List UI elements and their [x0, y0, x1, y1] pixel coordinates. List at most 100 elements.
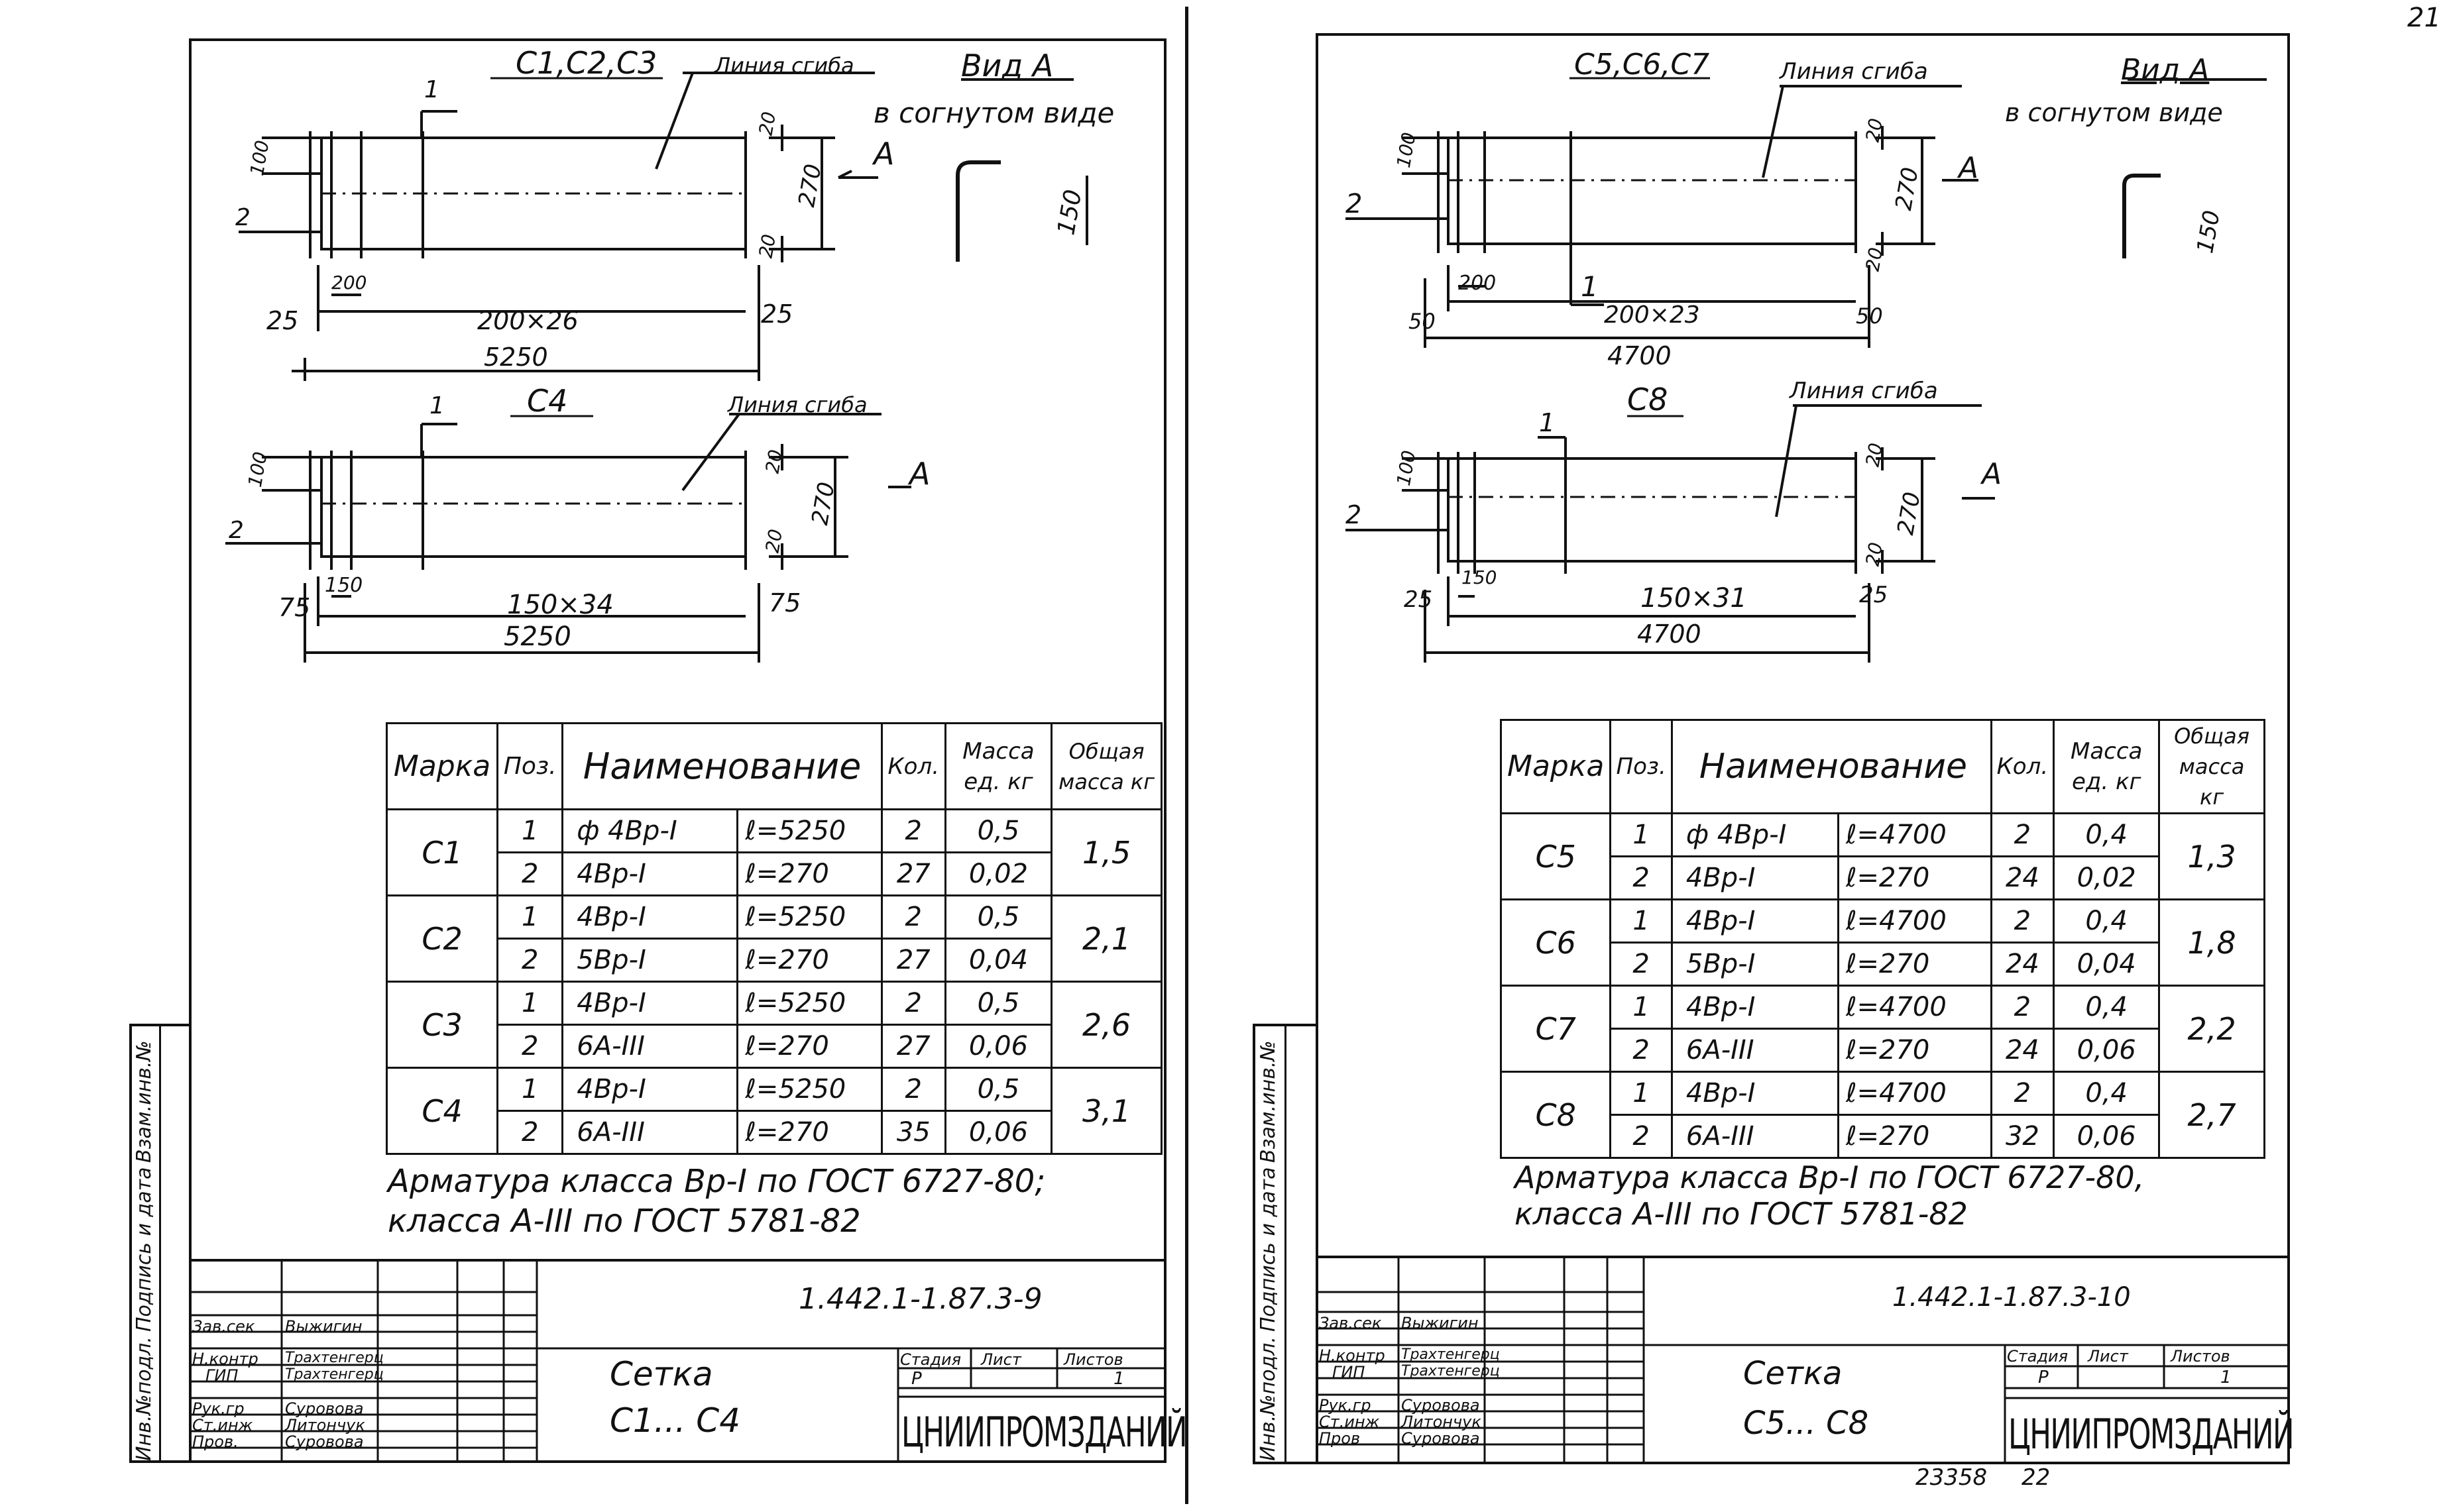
- name-cell: 4Вр-I: [561, 1067, 739, 1112]
- pos-cell: 1: [1609, 985, 1673, 1030]
- left-bottom-pos2: 2: [229, 517, 244, 544]
- right-doc-code: 1.442.1-1.87.3-10: [1892, 1282, 2131, 1313]
- right-footer-stamp: 23358: [1915, 1464, 1988, 1491]
- left-name-5: Литончук: [285, 1416, 365, 1434]
- right-bottom-dim-25a: 25: [1404, 586, 1433, 613]
- right-name-2: Трахтенгерц: [1401, 1346, 1500, 1363]
- name-cell: 5Вр-I: [1670, 942, 1839, 987]
- mass-cell: 0,04: [2053, 942, 2161, 987]
- left-drawing: [225, 72, 1088, 663]
- qty-cell: 24: [1990, 855, 2055, 900]
- length-cell: ℓ=270: [736, 851, 883, 896]
- mass-cell: 0,4: [2053, 898, 2161, 944]
- qty-cell: 24: [1990, 1028, 2055, 1073]
- left-bottom-dim-spacing: 150×34: [507, 590, 614, 620]
- left-bottom-title: С4: [527, 383, 568, 419]
- pos-cell: 1: [1609, 812, 1673, 857]
- pos-cell: 2: [496, 1024, 564, 1069]
- pos-cell: 1: [1609, 898, 1673, 944]
- mass-cell: 0,02: [2053, 855, 2161, 900]
- length-cell: ℓ=4700: [1837, 812, 1992, 857]
- pos-cell: 1: [1609, 1071, 1673, 1116]
- right-name-1: Выжигин: [1401, 1314, 1479, 1332]
- header-mark: Марка: [1499, 719, 1612, 814]
- length-cell: ℓ=270: [736, 1024, 883, 1069]
- total-mass-cell: 2,1: [1051, 894, 1163, 983]
- left-top-dim-spacing: 200×26: [477, 306, 579, 335]
- name-cell: 4Вр-I: [1670, 898, 1839, 944]
- right-name-6: Суровова: [1401, 1429, 1480, 1448]
- mass-cell: 0,04: [944, 938, 1053, 983]
- pos-cell: 2: [1609, 855, 1673, 900]
- right-side-label-replace: Взам.инв.№: [1257, 1040, 1280, 1163]
- right-view-label: Вид А: [2121, 53, 2210, 87]
- left-top-dim-25b: 25: [761, 299, 793, 329]
- left-sheet-header: Лист: [981, 1350, 1021, 1369]
- header-name: Наименование: [561, 722, 883, 810]
- header-total-mass: Общая масса кг: [2158, 719, 2265, 814]
- pos-cell: 1: [496, 981, 564, 1026]
- left-name-6: Суровова: [285, 1432, 364, 1451]
- name-cell: 5Вр-I: [561, 938, 739, 983]
- right-bottom-dim-length: 4700: [1637, 620, 1701, 649]
- right-top-dim-200: 200: [1458, 272, 1497, 295]
- left-stage-header: Стадия: [900, 1350, 962, 1369]
- right-role-1: Зав.сек: [1319, 1314, 1382, 1332]
- length-cell: ℓ=270: [1837, 942, 1992, 987]
- mark-cell: С7: [1499, 985, 1612, 1073]
- mass-cell: 0,4: [2053, 1071, 2161, 1116]
- left-role-6: Пров.: [192, 1432, 239, 1451]
- pos-cell: 2: [1609, 1028, 1673, 1073]
- right-top-dim-20b: 20: [1861, 246, 1888, 273]
- mass-cell: 0,4: [2053, 985, 2161, 1030]
- qty-cell: 24: [1990, 942, 2055, 987]
- mass-cell: 0,06: [944, 1110, 1053, 1155]
- qty-cell: 35: [880, 1110, 946, 1155]
- right-bottom-pos1: 1: [1539, 408, 1556, 437]
- left-top-pos2: 2: [235, 204, 251, 231]
- header-qty: Кол.: [1990, 719, 2055, 814]
- total-mass-cell: 1,5: [1051, 808, 1163, 896]
- qty-cell: 27: [880, 938, 946, 983]
- left-name-3: Трахтенгерц: [285, 1366, 384, 1383]
- left-bottom-dim-length: 5250: [504, 621, 571, 652]
- mass-cell: 0,5: [944, 981, 1053, 1026]
- pos-cell: 2: [496, 938, 564, 983]
- right-sheet-title1: Сетка: [1743, 1355, 1843, 1392]
- right-side-strip-divider: [1284, 1024, 1286, 1464]
- right-sheet-header: Лист: [2088, 1347, 2128, 1366]
- length-cell: ℓ=5250: [736, 1067, 883, 1112]
- left-spec-table: Марка Поз. Наименование Кол. Масса ед. к…: [385, 722, 1163, 1155]
- right-side-label-sign: Подпись и дата: [1257, 1167, 1280, 1332]
- right-name-4: Суровова: [1401, 1396, 1480, 1415]
- left-top-title: С1,С2,С3: [516, 45, 657, 81]
- left-stage-value: Р: [911, 1369, 922, 1389]
- left-bottom-dim-75b: 75: [769, 588, 801, 618]
- qty-cell: 2: [880, 808, 946, 853]
- left-bottom-dim-75a: 75: [278, 593, 311, 622]
- header-unit-mass: Масса ед. кг: [944, 722, 1053, 810]
- name-cell: 4Вр-I: [561, 851, 739, 896]
- header-pos: Поз.: [1609, 719, 1673, 814]
- mark-cell: С4: [385, 1067, 499, 1155]
- mass-cell: 0,5: [944, 808, 1053, 853]
- qty-cell: 27: [880, 851, 946, 896]
- total-mass-cell: 2,2: [2158, 985, 2265, 1073]
- length-cell: ℓ=4700: [1837, 1071, 1992, 1116]
- left-top-arrow-letter: А: [874, 136, 895, 172]
- left-role-5: Ст.инж: [192, 1416, 253, 1434]
- name-cell: 4Вр-I: [561, 981, 739, 1026]
- mass-cell: 0,06: [944, 1024, 1053, 1069]
- length-cell: ℓ=270: [736, 938, 883, 983]
- right-name-3: Трахтенгерц: [1401, 1363, 1500, 1379]
- mark-cell: С2: [385, 894, 499, 983]
- pos-cell: 1: [496, 808, 564, 853]
- right-note-line1: Арматура класса Вр-I по ГОСТ 6727-80,: [1514, 1160, 2145, 1195]
- right-sheets-value: 1: [2220, 1368, 2232, 1387]
- qty-cell: 2: [1990, 898, 2055, 944]
- right-role-6: Пров: [1319, 1429, 1361, 1448]
- total-mass-cell: 1,8: [2158, 898, 2265, 987]
- right-title-block: [1316, 1256, 2290, 1464]
- left-side-label-inv: Инв.№подл.: [133, 1336, 156, 1461]
- length-cell: ℓ=5250: [736, 894, 883, 940]
